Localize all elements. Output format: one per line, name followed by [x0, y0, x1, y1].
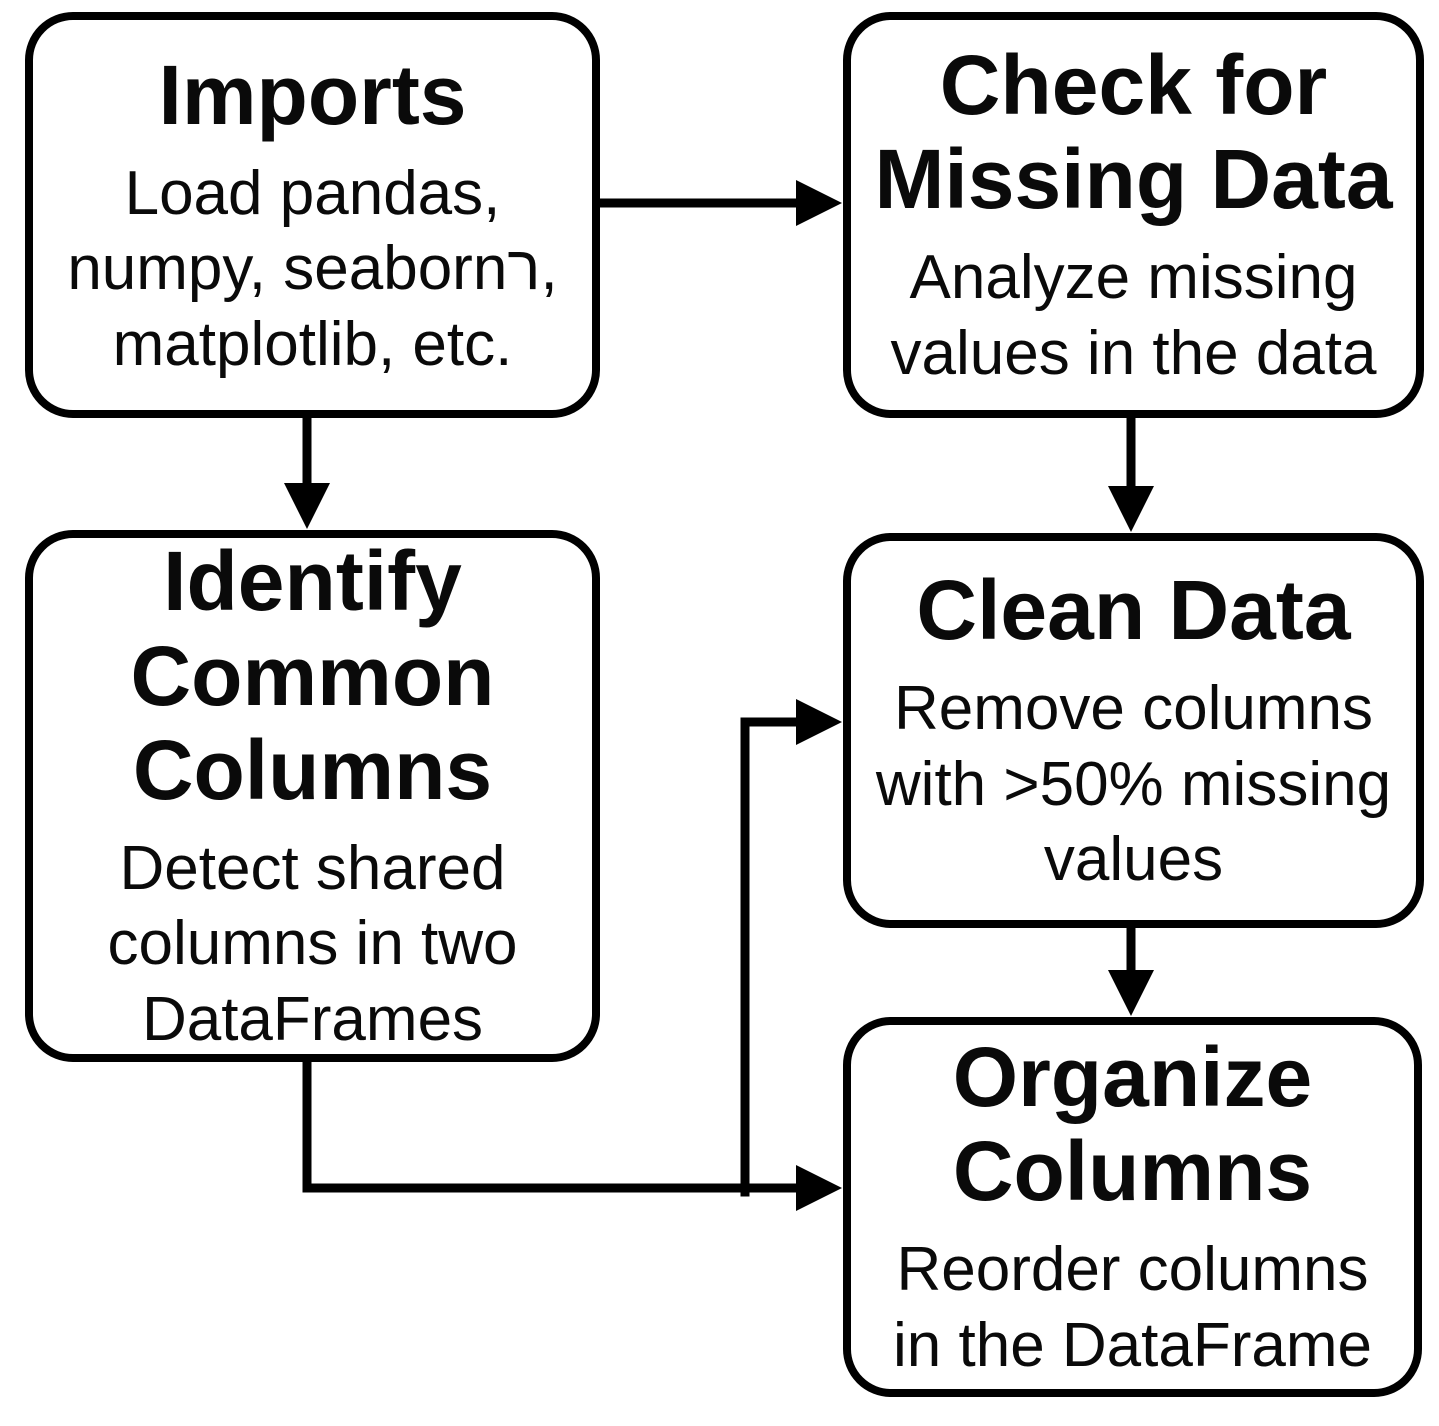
node-check-missing-data: Check for Missing Data Analyze missing v… [843, 12, 1424, 418]
node-organize-columns-description: Reorder columns in the DataFrame [893, 1235, 1372, 1381]
node-organize-columns: Organize Columns Reorder columns in the … [843, 1017, 1422, 1397]
node-check-missing-data-description: Analyze missing values in the data [890, 243, 1377, 389]
node-identify-common-columns-description: Detect shared columns in two DataFrames [107, 833, 518, 1054]
arrow-imports-to-check-missing [595, 180, 842, 226]
node-imports-title: Imports [158, 47, 467, 142]
arrow-identify-columns-to-organize-columns [302, 1057, 842, 1211]
arrow-imports-to-identify-columns [284, 413, 330, 529]
node-clean-data-title: Clean Data [916, 563, 1351, 658]
node-imports: Imports Load pandas, numpy, seabornר, ma… [25, 12, 600, 418]
node-clean-data: Clean Data Remove columns with >50% miss… [843, 533, 1424, 928]
arrow-clean-data-to-organize-columns [1108, 923, 1154, 1016]
node-imports-description: Load pandas, numpy, seabornר, matplotlib… [67, 158, 558, 379]
node-organize-columns-title: Organize Columns [952, 1030, 1313, 1219]
node-identify-common-columns-title: Identify Common Columns [130, 534, 495, 817]
arrow-check-missing-to-clean-data [1108, 413, 1154, 532]
node-clean-data-description: Remove columns with >50% missing values [875, 674, 1392, 895]
arrow-identify-columns-to-clean-data [740, 699, 842, 1197]
node-check-missing-data-title: Check for Missing Data [874, 38, 1393, 227]
node-identify-common-columns: Identify Common Columns Detect shared co… [25, 530, 600, 1062]
